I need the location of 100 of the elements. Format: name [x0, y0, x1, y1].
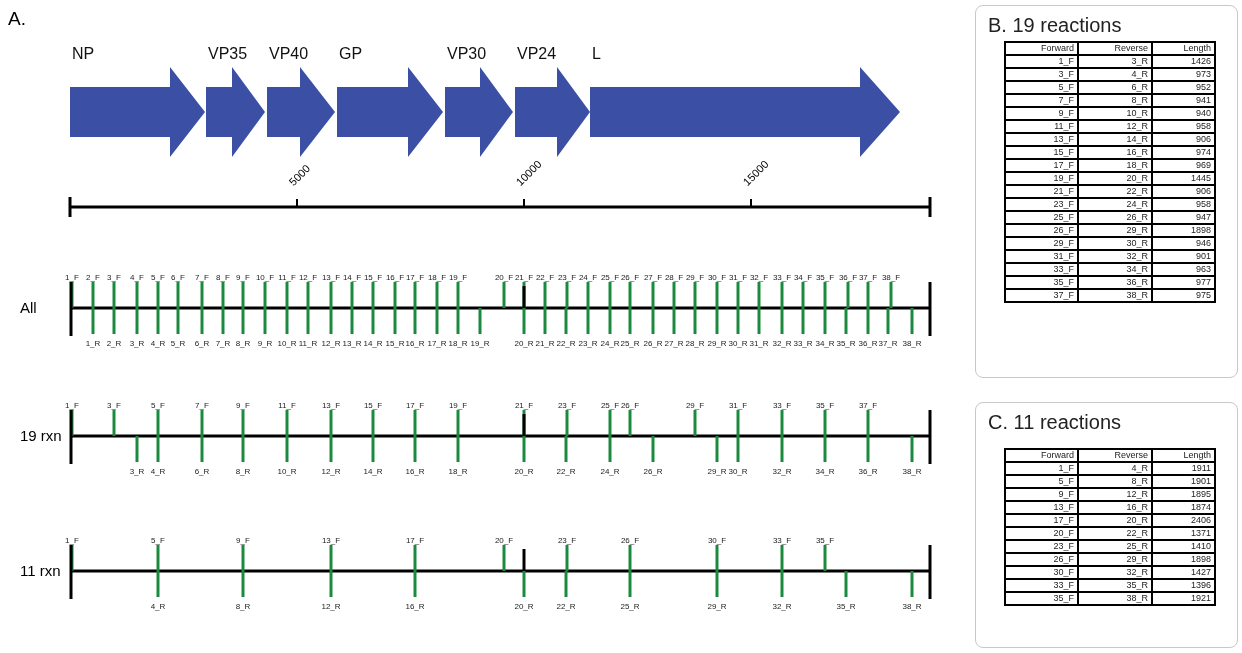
primer-label: 36_F: [838, 273, 858, 282]
table-cell: 1898: [1152, 225, 1214, 236]
primer-label: 29_R: [707, 602, 727, 611]
primer-label: 37_F: [858, 273, 878, 282]
primer-label: 1_F: [65, 536, 79, 545]
primer-label: 29_F: [685, 401, 705, 410]
primer-label: 22_R: [556, 602, 576, 611]
primer-label: 4_R: [150, 467, 166, 476]
table-cell: 1_F: [1006, 463, 1077, 474]
table-cell: 32_R: [1079, 567, 1151, 578]
column-header: Length: [1152, 450, 1214, 461]
primer-label: 17_F: [405, 536, 425, 545]
primer-label: 11_F: [278, 401, 296, 410]
panel-title: B. 19 reactions: [988, 14, 1122, 37]
table-cell: 16_R: [1079, 147, 1151, 158]
primer-label: 28_R: [685, 339, 705, 348]
primer-label: 31_R: [749, 339, 769, 348]
primer-label: 18_R: [448, 467, 468, 476]
panel-letter: A.: [8, 8, 26, 30]
primer-label: 2_F: [86, 273, 100, 282]
primer-label: 23_R: [578, 339, 598, 348]
table-cell: 19_F: [1006, 173, 1077, 184]
table-cell: 30_R: [1079, 238, 1151, 249]
primer-label: 32_R: [772, 467, 792, 476]
table-cell: 33_F: [1006, 264, 1077, 275]
primer-label: 27_R: [664, 339, 684, 348]
column-header: Forward: [1006, 450, 1077, 461]
primer-label: 8_R: [235, 339, 251, 348]
table-cell: 946: [1152, 238, 1214, 249]
primer-label: 11_F: [278, 273, 296, 282]
table-cell: 23_F: [1006, 541, 1077, 552]
table-cell: 906: [1152, 186, 1214, 197]
primer-label: 16_R: [405, 339, 425, 348]
primer-label: 16_F: [385, 273, 405, 282]
table-cell: 1426: [1152, 56, 1214, 67]
table-cell: 17_F: [1006, 160, 1077, 171]
table-cell: 25_F: [1006, 212, 1077, 223]
table-cell: 8_R: [1079, 95, 1151, 106]
row-label: 11 rxn: [20, 562, 61, 579]
primer-label: 6_R: [194, 467, 210, 476]
primer-label: 22_F: [535, 273, 555, 282]
primer-label: 21_R: [535, 339, 555, 348]
table-cell: 906: [1152, 134, 1214, 145]
primer-label: 11_R: [298, 339, 318, 348]
primer-label: 10_R: [277, 467, 297, 476]
primer-label: 4_R: [150, 339, 166, 348]
table-cell: 20_F: [1006, 528, 1077, 539]
primer-label: 19_F: [448, 401, 468, 410]
primer-label: 27_F: [643, 273, 663, 282]
table-cell: 7_F: [1006, 95, 1077, 106]
panel-title: C. 11 reactions: [988, 411, 1122, 434]
primer-label: 30_R: [728, 339, 748, 348]
primer-label: 20_F: [494, 273, 514, 282]
primer-label: 1_F: [65, 273, 79, 282]
primer-label: 8_R: [235, 602, 251, 611]
primer-label: 36_R: [858, 339, 878, 348]
primer-label: 4_F: [130, 273, 144, 282]
table-cell: 952: [1152, 82, 1214, 93]
primer-label: 12_R: [321, 339, 341, 348]
table-cell: 958: [1152, 199, 1214, 210]
primer-label: 34_R: [815, 339, 835, 348]
table-cell: 35_F: [1006, 593, 1077, 604]
primer-label: 38_R: [902, 467, 922, 476]
table-cell: 35_R: [1079, 580, 1151, 591]
table-cell: 31_F: [1006, 251, 1077, 262]
table-cell: 33_F: [1006, 580, 1077, 591]
primer-label: 9_F: [236, 401, 250, 410]
primer-label: 16_R: [405, 467, 425, 476]
table-cell: 10_R: [1079, 108, 1151, 119]
table-cell: 941: [1152, 95, 1214, 106]
primer-label: 22_R: [556, 339, 576, 348]
primer-label: 30_F: [707, 536, 727, 545]
table-cell: 947: [1152, 212, 1214, 223]
primer-label: 34_R: [815, 467, 835, 476]
table-cell: 21_F: [1006, 186, 1077, 197]
primer-label: 20_R: [514, 602, 534, 611]
table-cell: 1371: [1152, 528, 1214, 539]
primer-label: 12_R: [321, 467, 341, 476]
primer-label: 15_R: [385, 339, 405, 348]
table-cell: 20_R: [1079, 515, 1151, 526]
table-cell: 1_F: [1006, 56, 1077, 67]
gene-label: L: [592, 45, 601, 63]
primer-label: 26_F: [620, 273, 640, 282]
primer-label: 3_F: [107, 273, 121, 282]
primer-label: 20_R: [514, 339, 534, 348]
primer-label: 19_R: [470, 339, 490, 348]
primer-label: 13_F: [321, 273, 341, 282]
primer-label: 28_F: [664, 273, 684, 282]
table-cell: 26_R: [1079, 212, 1151, 223]
primer-label: 33_R: [793, 339, 813, 348]
primer-label: 37_R: [878, 339, 898, 348]
panel-box: [975, 5, 1238, 378]
primer-label: 7_F: [195, 273, 209, 282]
table-cell: 18_R: [1079, 160, 1151, 171]
table-cell: 2406: [1152, 515, 1214, 526]
primer-label: 5_F: [151, 273, 165, 282]
table-cell: 3_F: [1006, 69, 1077, 80]
primer-label: 29_R: [707, 467, 727, 476]
primer-label: 26_R: [643, 339, 663, 348]
table-cell: 5_F: [1006, 82, 1077, 93]
